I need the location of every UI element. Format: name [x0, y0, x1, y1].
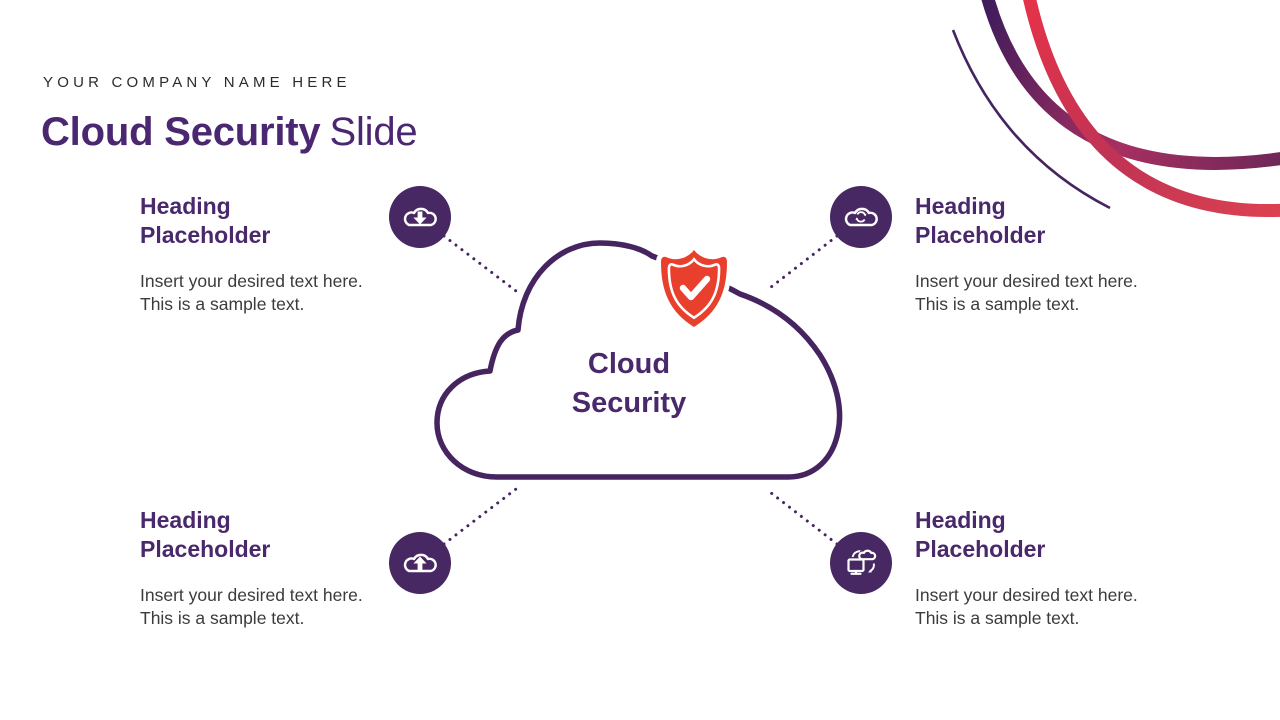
cloud-device-sync-icon: [847, 549, 877, 575]
text-block-top-left[interactable]: Heading Placeholder Insert your desired …: [140, 192, 392, 316]
node-heading[interactable]: Heading Placeholder: [140, 507, 271, 562]
node-heading[interactable]: Heading Placeholder: [915, 507, 1046, 562]
text-block-bottom-right[interactable]: Heading Placeholder Insert your desired …: [915, 506, 1167, 630]
node-heading[interactable]: Heading Placeholder: [140, 193, 271, 248]
node-circle-bg: [830, 532, 892, 594]
cloud-download-icon: [403, 207, 437, 227]
shield-inner-outline: [667, 257, 721, 320]
shield-check-icon: [656, 245, 732, 332]
connector-bottom-right: [764, 487, 839, 546]
node-body[interactable]: Insert your desired text here. This is a…: [915, 270, 1138, 315]
center-cloud-label-line2[interactable]: Security: [572, 387, 686, 419]
node-body[interactable]: Insert your desired text here. This is a…: [915, 584, 1138, 629]
node-circle-bottom-left[interactable]: [389, 532, 451, 594]
text-block-bottom-left[interactable]: Heading Placeholder Insert your desired …: [140, 506, 392, 630]
connector-bottom-left: [442, 487, 518, 546]
company-name-placeholder[interactable]: YOUR COMPANY NAME HERE: [43, 74, 351, 91]
connector-top-right: [764, 234, 839, 293]
node-circle-top-right[interactable]: [830, 186, 892, 248]
text-block-top-right[interactable]: Heading Placeholder Insert your desired …: [915, 192, 1167, 316]
slide-title-regular: Slide: [329, 110, 418, 154]
node-circle-bg: [830, 186, 892, 248]
node-circle-bottom-right[interactable]: [830, 532, 892, 594]
shield-body: [661, 250, 727, 327]
dotted-connectors: [442, 234, 839, 546]
node-circle-top-left[interactable]: [389, 186, 451, 248]
cloud-upload-icon: [403, 553, 437, 573]
cloud-sync-icon: [844, 207, 878, 227]
decor-arc-thin: [951, 29, 1111, 210]
center-cloud-label-line1[interactable]: Cloud: [588, 348, 670, 380]
connector-top-left: [442, 234, 518, 293]
decor-arc-red: [1023, 0, 1280, 217]
corner-arc-decoration: [951, 0, 1280, 217]
node-heading[interactable]: Heading Placeholder: [915, 193, 1046, 248]
node-icons: [389, 186, 892, 594]
node-body[interactable]: Insert your desired text here. This is a…: [140, 584, 363, 629]
center-cloud-shape[interactable]: [434, 240, 843, 480]
shield-checkmark: [679, 275, 711, 301]
cloud-outline: [434, 240, 843, 480]
slide-title-bold: Cloud Security: [41, 110, 321, 154]
node-body[interactable]: Insert your desired text here. This is a…: [140, 270, 363, 315]
